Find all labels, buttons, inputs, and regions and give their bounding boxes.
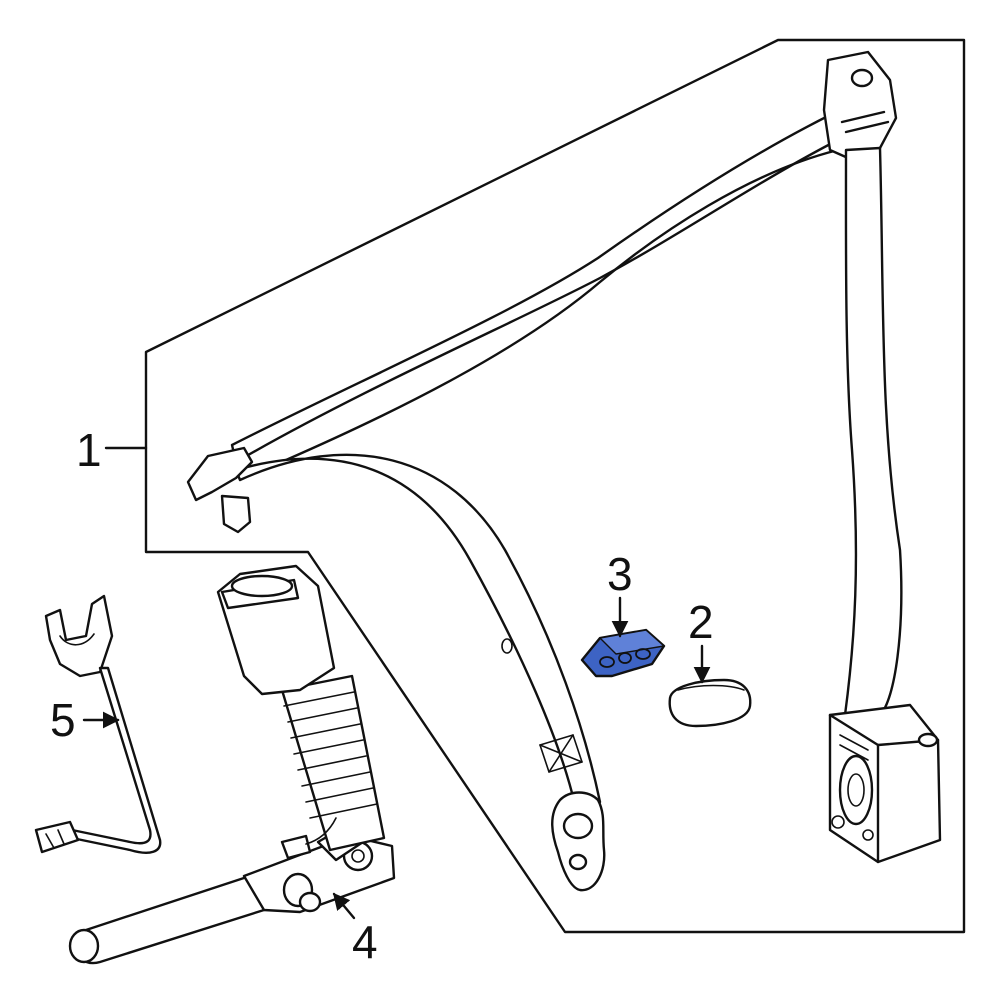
guide[interactable] (580, 628, 666, 678)
wiring-harness[interactable] (34, 594, 162, 854)
callout-3: 3 (607, 548, 633, 600)
assembly-outline (144, 38, 966, 934)
cap[interactable] (668, 678, 752, 728)
callout-4: 4 (352, 916, 378, 968)
callout-1: 1 (76, 424, 102, 476)
seat-belt-assembly[interactable] (186, 50, 942, 892)
buckle[interactable] (68, 564, 396, 965)
leader-4 (332, 892, 356, 920)
leader-lines (82, 446, 711, 920)
callout-2: 2 (688, 596, 714, 648)
callout-5: 5 (50, 694, 76, 746)
